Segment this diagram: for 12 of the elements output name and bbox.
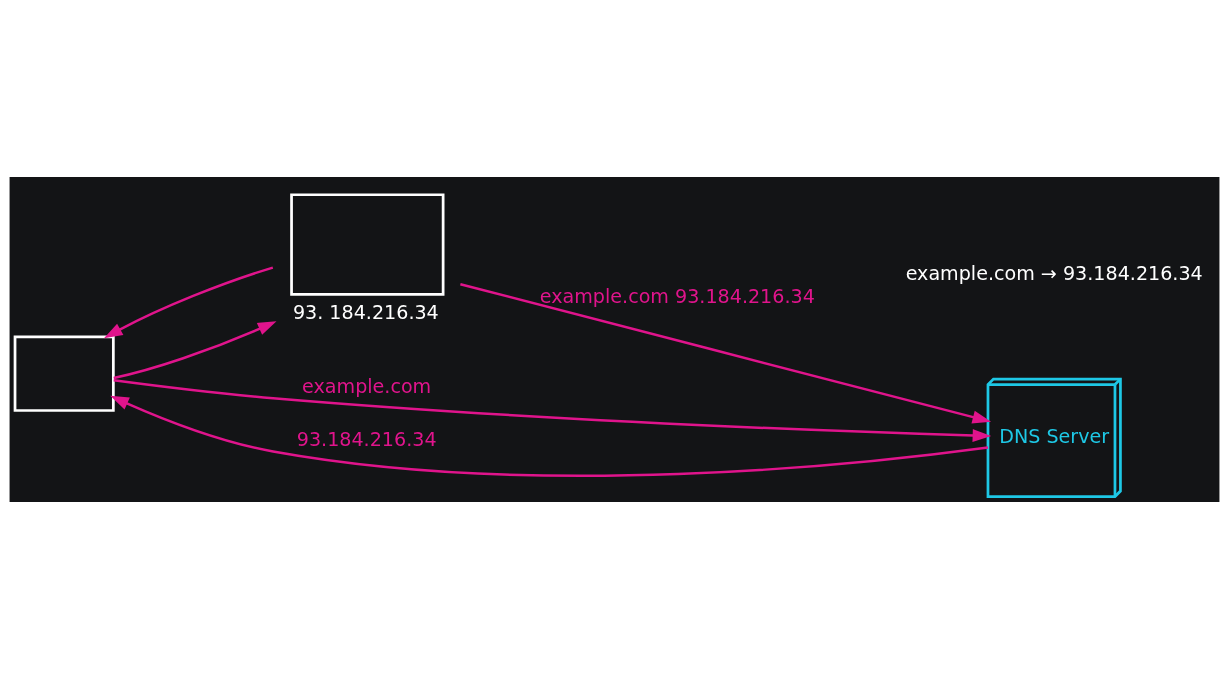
- node-label: 93. 184.216.34: [292, 300, 439, 324]
- arrow: [460, 282, 992, 423]
- edge-label: example.com: [302, 374, 432, 398]
- node-monitor: [13, 334, 115, 412]
- arrow: [113, 378, 992, 442]
- label: example.com → 93.184.216.34: [905, 261, 1203, 285]
- arrow: [113, 320, 277, 379]
- arrow: [103, 265, 274, 338]
- arrow: [110, 395, 989, 477]
- edge-label: 93.184.216.34: [296, 427, 437, 451]
- node-monitor: [290, 192, 445, 296]
- edge-label: example.com 93.184.216.34: [539, 284, 815, 308]
